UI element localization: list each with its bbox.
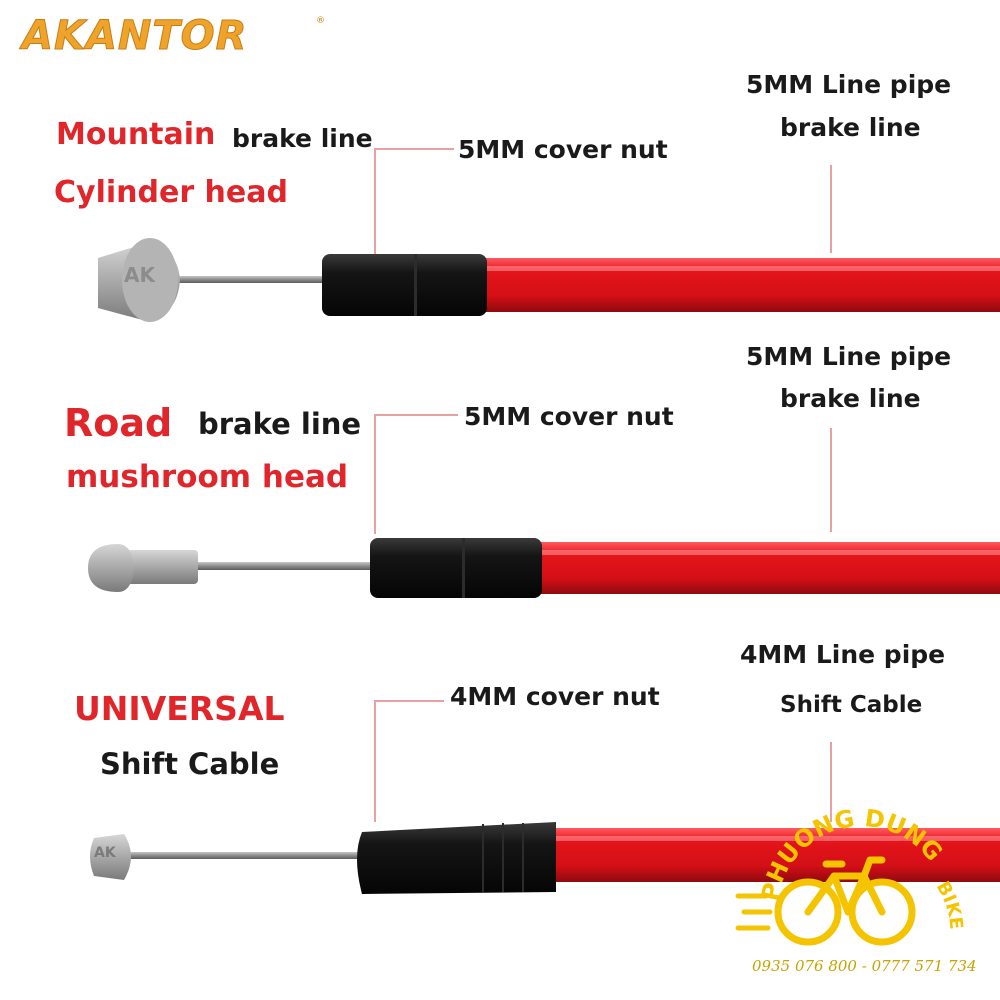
- section-1-pipe-leader: [830, 165, 832, 253]
- section-3-nut-leader-h: [374, 700, 444, 702]
- section-2-pipe-type: brake line: [780, 384, 921, 413]
- section-2-nut-label: 5MM cover nut: [464, 402, 674, 431]
- section-1-title: Mountain: [56, 117, 216, 152]
- brand-logo: AKANTOR: [21, 13, 248, 59]
- section-3-head-mark: AK: [94, 845, 116, 861]
- section-1-nut-label: 5MM cover nut: [458, 135, 668, 164]
- section-2-nut-leader-h: [374, 414, 458, 416]
- section-3-cable: [90, 822, 1000, 894]
- section-3-pipe-label: 4MM Line pipe: [740, 640, 946, 669]
- section-1-head-mark: AK: [124, 263, 155, 287]
- section-2-nut-leader: [374, 414, 376, 534]
- section-3-type: Shift Cable: [100, 747, 280, 781]
- section-2-cable: [88, 538, 1000, 598]
- watermark-logo: PHUONG DUNG BIKE: [735, 804, 967, 946]
- section-1-pipe-type: brake line: [780, 113, 921, 142]
- section-3-title: UNIVERSAL: [74, 689, 285, 728]
- section-3-nut-label: 4MM cover nut: [450, 682, 660, 711]
- section-1-type: brake line: [232, 124, 373, 153]
- section-2-type: brake line: [198, 407, 362, 441]
- section-1-nut-leader: [374, 148, 376, 254]
- section-2-pipe-label: 5MM Line pipe: [746, 342, 952, 371]
- section-3-nut-leader: [374, 700, 376, 822]
- section-1-pipe-label: 5MM Line pipe: [746, 70, 952, 99]
- section-3-pipe-leader: [830, 742, 832, 822]
- brand-registered-mark: ®: [316, 16, 325, 26]
- section-2-pipe-leader: [830, 428, 832, 532]
- section-3-pipe-type: Shift Cable: [780, 692, 923, 718]
- section-2-title: Road: [64, 401, 173, 445]
- watermark-phone: 0935 076 800 - 0777 571 734: [752, 957, 977, 975]
- section-2-head-type: mushroom head: [66, 459, 349, 495]
- watermark-arc-side: BIKE: [932, 878, 967, 930]
- section-1-head-type: Cylinder head: [54, 175, 288, 210]
- section-1-nut-leader-h: [374, 148, 454, 150]
- bicycle-icon: [774, 856, 916, 946]
- section-1-cable: [98, 238, 1000, 322]
- svg-text:BIKE: BIKE: [932, 878, 967, 930]
